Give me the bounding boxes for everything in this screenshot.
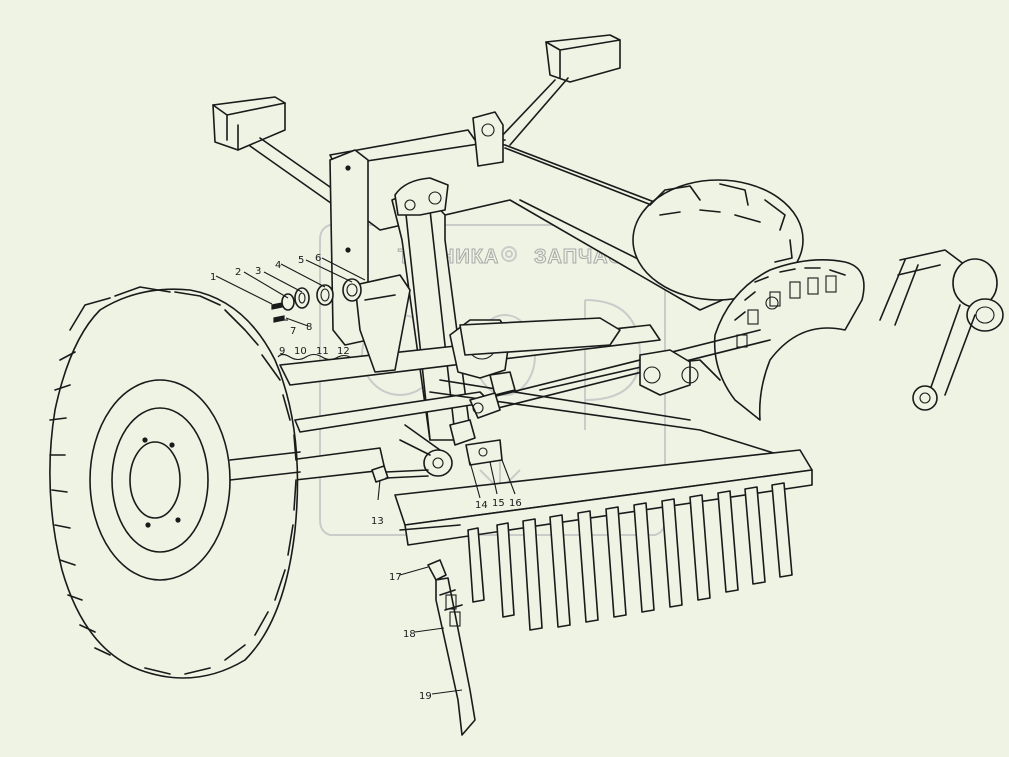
front-left-tyre <box>49 286 299 679</box>
callout-11: 11 <box>316 346 329 357</box>
callout-14: 14 <box>475 500 488 511</box>
callout-8: 8 <box>306 322 312 333</box>
callout-13: 13 <box>371 516 384 527</box>
callout-15: 15 <box>492 498 505 509</box>
exploded-tine <box>427 559 476 736</box>
right-rocker-arm <box>879 249 1004 411</box>
bolt-13 <box>371 465 429 483</box>
rear-right-tyre <box>632 179 804 301</box>
cross-beams <box>279 274 801 481</box>
hub-flange <box>713 258 865 421</box>
callout-4: 4 <box>275 260 281 271</box>
callout-19: 19 <box>419 691 432 702</box>
callout-7: 7 <box>290 326 296 337</box>
callout-1: 1 <box>210 272 216 283</box>
callout-5: 5 <box>298 255 304 266</box>
callout-16: 16 <box>509 498 522 509</box>
callout-10: 10 <box>294 346 307 357</box>
callout-18: 18 <box>403 629 416 640</box>
callout-9: 9 <box>279 346 285 357</box>
rake-tines <box>467 482 793 631</box>
callout-3: 3 <box>255 266 261 277</box>
callout-12: 12 <box>337 346 350 357</box>
front-axle <box>229 451 301 481</box>
callout-17: 17 <box>389 572 402 583</box>
callouts: 1 2 3 4 5 6 7 8 9 10 11 12 13 14 15 16 1… <box>210 253 522 702</box>
callout-2: 2 <box>235 267 241 278</box>
gear-icon <box>501 246 517 262</box>
exploded-hub-parts <box>271 278 362 323</box>
hydraulic-fittings <box>449 371 516 466</box>
leader-lines <box>215 257 516 695</box>
callout-6: 6 <box>315 253 321 264</box>
